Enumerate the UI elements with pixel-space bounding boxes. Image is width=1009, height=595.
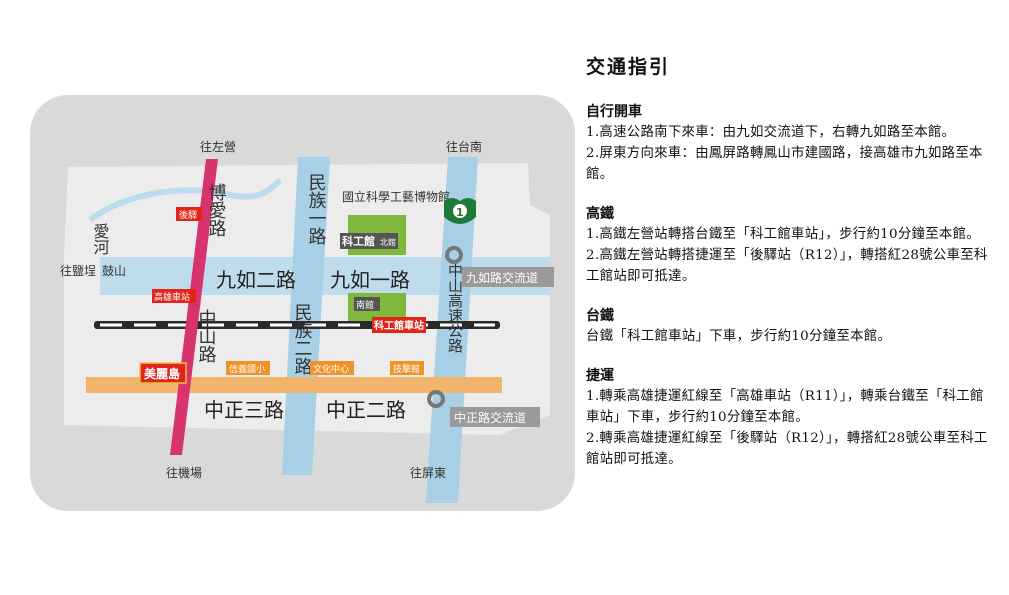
label-technical: 技擊館 xyxy=(393,363,420,375)
badge-kaohsiung-station xyxy=(152,289,196,303)
label-science-station: 科工館車站 xyxy=(374,319,424,332)
label-national-museum: 國立科學工藝博物館 xyxy=(342,189,450,204)
freeway-road xyxy=(426,157,478,503)
label-jiuru-1st: 九如一路 xyxy=(330,268,410,292)
badge-science-station xyxy=(372,317,426,333)
guide-title: 交通指引 xyxy=(586,56,671,78)
label-zhongzheng-2nd: 中正二路 xyxy=(326,398,406,422)
section-text: 1.高鐵左營站轉搭台鐵至「科工館車站」，步行約10分鐘至本館。 2.高鐵左營站轉… xyxy=(586,227,988,284)
label-museum-north: 科工館 xyxy=(342,234,375,248)
label-zhongzheng-3rd: 中正三路 xyxy=(204,398,284,422)
label-houyi: 後驛 xyxy=(179,209,197,221)
label-kaohsiung-station: 高雄車站 xyxy=(154,291,190,303)
label-jiuru-interchange: 九如路交流道 xyxy=(466,270,538,285)
section-heading: 高鐵 xyxy=(586,206,614,222)
label-freeway-no: 1 xyxy=(456,206,464,219)
jiuru-interchange-icon xyxy=(445,246,463,264)
badge-houyi xyxy=(176,207,202,221)
badge-technical xyxy=(390,361,424,375)
section-heading: 自行開車 xyxy=(586,104,642,120)
label-jiuru-2nd: 九如二路 xyxy=(216,268,296,292)
location-map: 往左營 往台南 往鹽埕 鼓山 愛河 博愛路 民族一路 民族二路 中山路 九如二路… xyxy=(30,95,575,511)
section-hsr: 高鐵 1.高鐵左營站轉搭台鐵至「科工館車站」，步行約10分鐘至本館。 2.高鐵左… xyxy=(586,203,991,287)
section-text: 1.高速公路南下來車：由九如交流道下，右轉九如路至本館。 2.屏東方向來車：由鳳… xyxy=(586,125,983,182)
section-tra: 台鐵 台鐵「科工館車站」下車，步行約10分鐘至本館。 xyxy=(586,305,991,347)
label-zhongshan-road: 中山路 xyxy=(196,309,217,363)
label-zhongzheng-interchange: 中正路交流道 xyxy=(454,410,526,425)
label-to-zuoying: 往左營 xyxy=(200,139,236,154)
section-text: 台鐵「科工館車站」下車，步行約10分鐘至本館。 xyxy=(586,329,892,344)
badge-culture-center xyxy=(310,361,354,375)
minzu-road xyxy=(282,157,330,475)
label-formosa: 美麗島 xyxy=(144,366,180,381)
badge-formosa xyxy=(139,362,187,384)
label-museum-south: 南館 xyxy=(356,299,374,311)
label-love-river: 愛河 xyxy=(91,223,110,255)
badge-jiuru-interchange xyxy=(462,267,554,287)
label-to-yancheng: 往鹽埕 xyxy=(60,263,96,278)
zhongzheng-interchange-icon xyxy=(427,390,445,408)
label-gushan: 鼓山 xyxy=(102,264,126,278)
label-to-pingtung: 往屏東 xyxy=(410,465,446,480)
label-to-tainan: 往台南 xyxy=(446,139,482,154)
transport-guide-panel: 交通指引 自行開車 1.高速公路南下來車：由九如交流道下，右轉九如路至本館。 2… xyxy=(586,52,991,488)
section-mrt: 捷運 1.轉乘高雄捷運紅線至「高雄車站（R11）」，轉乘台鐵至「科工館車站」下車… xyxy=(586,365,991,470)
label-to-airport: 往機場 xyxy=(166,465,202,480)
badge-school xyxy=(226,361,270,375)
label-minzu-2nd: 民族二路 xyxy=(292,303,313,375)
section-heading: 捷運 xyxy=(586,368,614,384)
badge-museum-south xyxy=(354,297,380,311)
label-museum-north-suffix: 北館 xyxy=(380,237,396,247)
badge-zhongzheng-interchange xyxy=(450,407,540,427)
label-culture-center: 文化中心 xyxy=(313,363,349,375)
love-river xyxy=(88,177,283,223)
label-minzu-1st: 民族一路 xyxy=(306,173,327,245)
label-school: 信義國小 xyxy=(229,363,265,375)
section-text: 1.轉乘高雄捷運紅線至「高雄車站（R11）」，轉乘台鐵至「科工館車站」下車，步行… xyxy=(586,389,988,467)
section-heading: 台鐵 xyxy=(586,308,614,324)
section-driving: 自行開車 1.高速公路南下來車：由九如交流道下，右轉九如路至本館。 2.屏東方向… xyxy=(586,101,991,185)
freeway-shield-inner xyxy=(453,204,467,218)
badge-museum-north xyxy=(340,233,398,249)
label-boai-road: 博愛路 xyxy=(206,183,227,237)
label-freeway: 中山高速公路 xyxy=(446,263,464,353)
